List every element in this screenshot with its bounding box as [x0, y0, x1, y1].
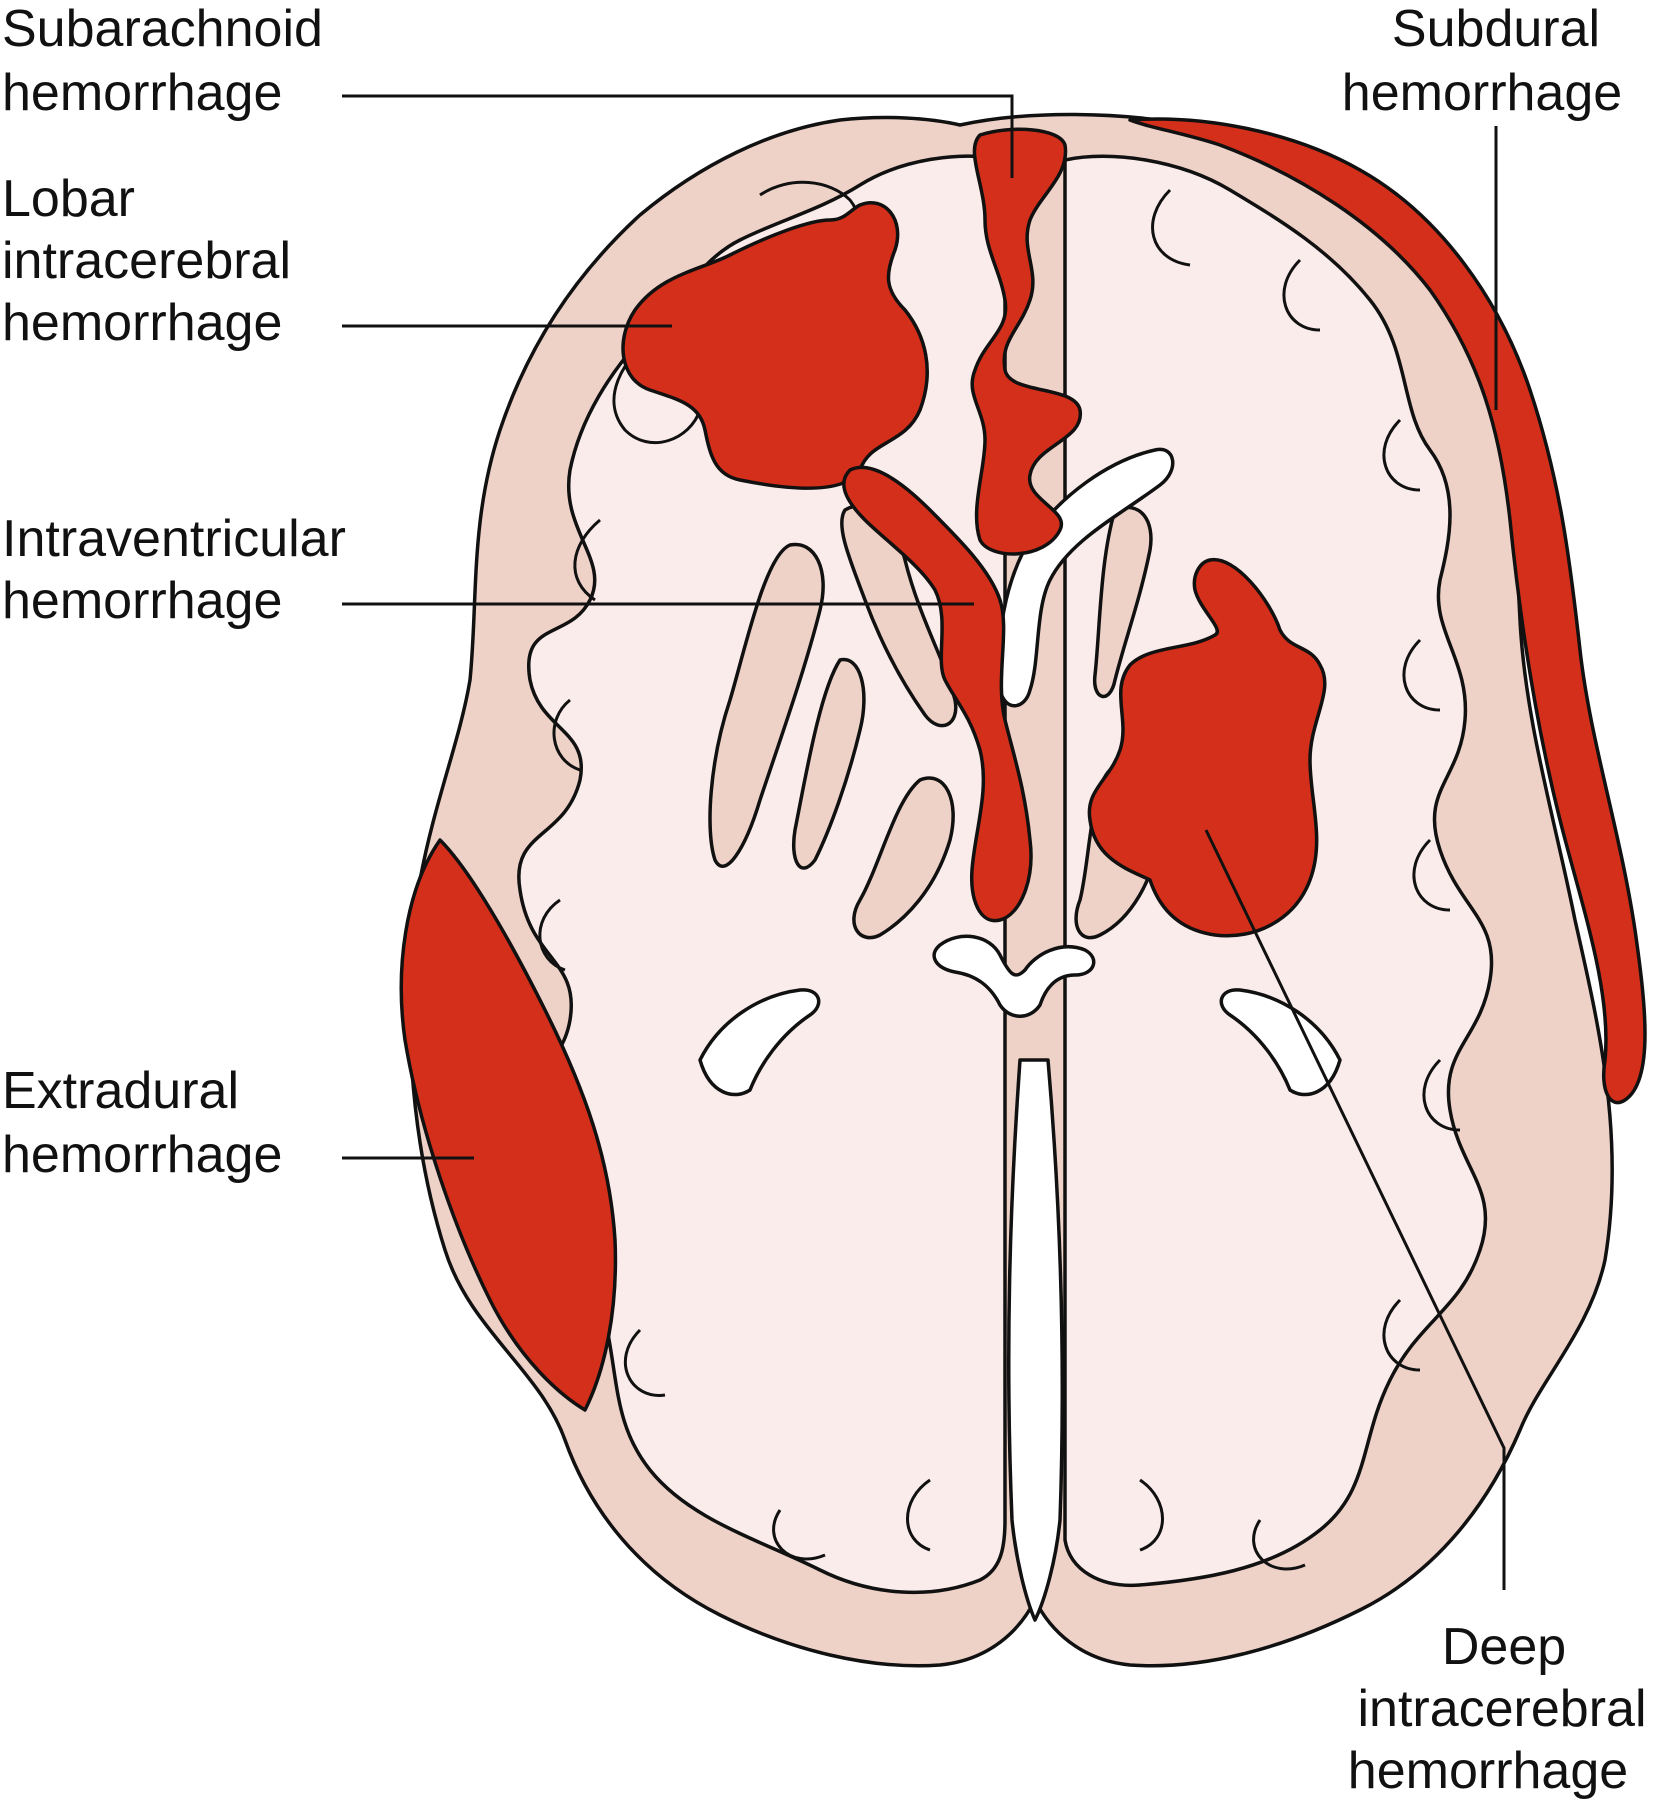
leader-lines: [342, 94, 1506, 1590]
label-lobar-line2: intracerebral: [2, 232, 291, 290]
left-globus-pallidus: [792, 657, 866, 870]
label-extradural-line2: hemorrhage: [2, 1126, 282, 1184]
label-deep-line2: intracerebral: [1357, 1680, 1646, 1738]
leader-deep: [1204, 829, 1506, 1590]
leader-subarachnoid: [342, 94, 1014, 178]
label-lobar-line1: Lobar: [2, 170, 135, 228]
subarachnoid-hemorrhage-region: [970, 127, 1082, 556]
label-extradural-line1: Extradural: [2, 1062, 239, 1120]
ventricles: [698, 447, 1342, 1097]
deep-intracerebral-hemorrhage-region: [1087, 558, 1327, 938]
label-deep-line1: Deep: [1442, 1618, 1566, 1676]
label-subdural-line1: Subdural: [1392, 0, 1600, 58]
left-thalamus: [852, 776, 955, 940]
extradural-hemorrhage-region: [399, 838, 618, 1412]
third-ventricle: [932, 934, 1096, 1018]
label-lobar-line3: hemorrhage: [2, 294, 282, 352]
left-putamen: [708, 542, 825, 868]
label-intraventricular-line2: hemorrhage: [2, 572, 282, 630]
label-subdural-line2: hemorrhage: [1342, 64, 1622, 122]
interhemispheric-fissure: [1006, 1058, 1065, 1622]
label-subarachnoid-line1: Subarachnoid: [2, 0, 323, 58]
label-intraventricular-line1: Intraventricular: [2, 510, 346, 568]
intraventricular-hemorrhage-region: [842, 465, 1033, 923]
label-subarachnoid-line2: hemorrhage: [2, 64, 282, 122]
gyri-folds: [538, 180, 1461, 1571]
hemorrhages: [399, 117, 1647, 1412]
label-deep-line3: hemorrhage: [1348, 1742, 1628, 1799]
right-caudate: [1092, 505, 1153, 699]
lobar-intracerebral-hemorrhage-region: [621, 201, 929, 490]
